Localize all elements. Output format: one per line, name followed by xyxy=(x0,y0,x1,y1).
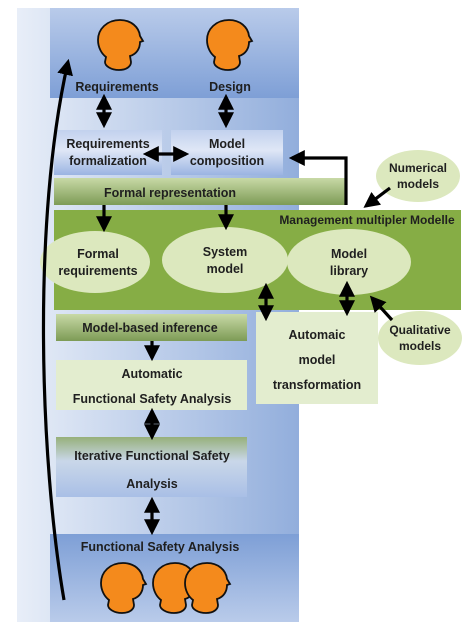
model-composition-line1: Model xyxy=(209,137,245,151)
requirements-label: Requirements xyxy=(75,80,158,94)
formal-req-line2: requirements xyxy=(58,264,137,278)
formal-representation-bar xyxy=(54,178,345,205)
top-band xyxy=(50,8,299,98)
automaic-line2: model xyxy=(299,353,336,367)
req-formalization-line2: formalization xyxy=(69,154,147,168)
automatic-fsa-line1: Automatic xyxy=(121,367,182,381)
arrow-management-to-composition xyxy=(288,150,348,205)
fsa-label: Functional Safety Analysis xyxy=(81,540,240,554)
model-based-inference-label: Model-based inference xyxy=(82,321,217,335)
iterative-fsa-line1: Iterative Functional Safety xyxy=(74,449,230,463)
automatic-fsa-box xyxy=(56,360,247,410)
system-model-ellipse xyxy=(162,227,288,293)
numerical-models-ellipse xyxy=(376,150,460,202)
management-label: Management multipler Modelle xyxy=(279,213,455,227)
req-formalization-line1: Requirements xyxy=(66,137,149,151)
automaic-line3: transformation xyxy=(273,378,361,392)
iterative-fsa-line2: Analysis xyxy=(126,477,177,491)
qualitative-line2: models xyxy=(399,339,441,353)
automaic-line1: Automaic xyxy=(289,328,346,342)
arrow-numerical-to-library xyxy=(363,186,391,208)
formal-representation-label: Formal representation xyxy=(104,186,236,200)
feedback-arrow xyxy=(41,58,73,601)
model-composition-box xyxy=(171,130,283,175)
model-composition-line2: composition xyxy=(190,154,264,168)
model-library-line2: library xyxy=(330,264,368,278)
design-label: Design xyxy=(209,80,251,94)
model-based-inference-bar xyxy=(56,314,247,341)
numerical-line2: models xyxy=(397,177,439,191)
numerical-line1: Numerical xyxy=(389,161,447,175)
system-model-line2: model xyxy=(207,262,244,276)
system-model-line1: System xyxy=(203,245,247,259)
automaic-transformation-box xyxy=(256,312,378,404)
model-library-line1: Model xyxy=(331,247,367,261)
qualitative-models-ellipse xyxy=(378,311,462,365)
model-library-ellipse xyxy=(287,229,411,295)
formal-requirements-ellipse xyxy=(40,231,150,293)
formal-req-line1: Formal xyxy=(77,247,119,261)
qualitative-line1: Qualitative xyxy=(389,323,451,337)
arrow-qualitative-to-library xyxy=(369,295,394,322)
iterative-fsa-box xyxy=(56,437,247,497)
automatic-fsa-line2: Functional Safety Analysis xyxy=(73,392,232,406)
